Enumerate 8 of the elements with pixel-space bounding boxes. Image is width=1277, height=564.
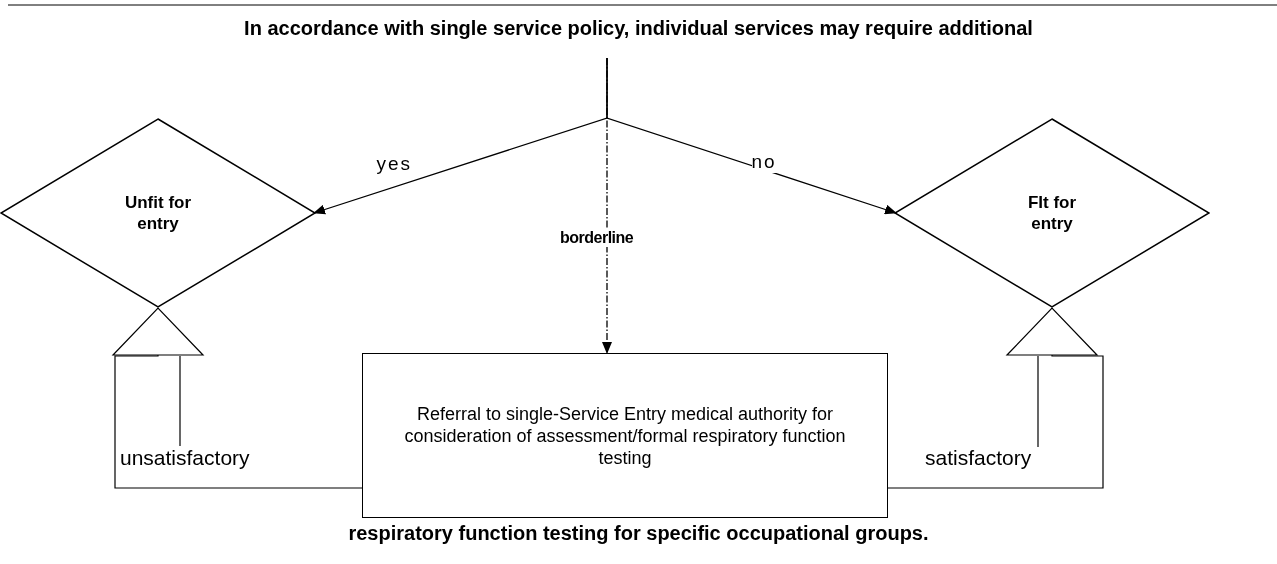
decision-text: Unfit for entry bbox=[123, 192, 193, 234]
edge-label: unsatisfactory bbox=[120, 446, 250, 470]
caption: respiratory function testing for specific occupational groups. bbox=[347, 522, 930, 545]
edge-label: borderline bbox=[560, 228, 634, 247]
process-box bbox=[362, 353, 888, 518]
decision-text: FIt for entry bbox=[1026, 192, 1078, 234]
process-text: Referral to single-Service Entry medical authority for consideration of assessment/formal respiratory function testing bbox=[403, 402, 847, 469]
heading: In accordance with single service policy, individual services may require additional bbox=[243, 17, 1034, 40]
